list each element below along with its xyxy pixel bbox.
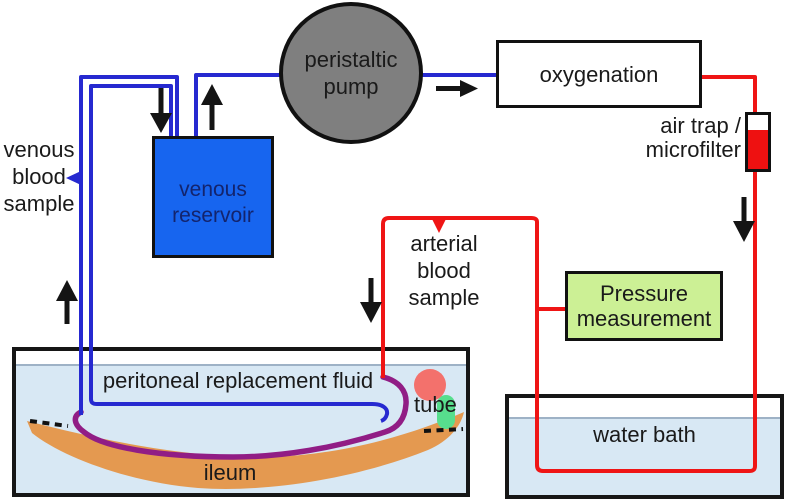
- oxygenation-label: oxygenation: [539, 61, 659, 87]
- flow-arrow-down-airtrap-icon: [733, 197, 755, 242]
- ileum-shape: [27, 412, 464, 489]
- tube-connector: [437, 395, 455, 429]
- venous-reservoir-box: venous reservoir: [152, 136, 274, 258]
- water-bath-label: water bath: [593, 422, 696, 447]
- flow-arrow-up-reservoir-outlet-icon: [201, 84, 223, 130]
- pressure-measurement-label: Pressure measurement: [576, 281, 712, 331]
- flow-arrow-down-arterial-inflow-icon: [360, 278, 382, 323]
- venous-reservoir-label: venous reservoir: [172, 178, 254, 227]
- venous-line-inner: [89, 84, 390, 423]
- ligature-dashes-right: [423, 427, 464, 433]
- tube-label: tube: [414, 392, 457, 417]
- arterial-blood-sample-label: arterial blood sample: [408, 231, 480, 310]
- oxygenation-box: oxygenation: [496, 40, 702, 108]
- air-trap-microfilter: [745, 112, 771, 172]
- arterial-line-oxygenation-to-airtrap: [702, 75, 757, 118]
- peristaltic-pump: peristaltic pump: [279, 2, 423, 144]
- peristaltic-pump-label: peristaltic pump: [304, 47, 398, 99]
- air-trap-label: air trap / microfilter: [645, 113, 741, 162]
- ileum-label: ileum: [203, 460, 257, 485]
- ligature-dashes-left: [29, 419, 69, 428]
- arterial-line-main: [381, 168, 757, 473]
- venous-blood-sample-label: venous blood sample: [3, 137, 75, 216]
- flow-arrow-right-pump-to-oxygenation-icon: [436, 80, 478, 97]
- mesenteric-vessel-loop: [72, 374, 409, 460]
- venous-sample-port: [66, 171, 81, 185]
- tube-ball: [414, 369, 446, 401]
- arterial-sample-port: [432, 219, 446, 233]
- flow-arrow-up-venous-return-icon: [56, 280, 78, 324]
- air-trap-blood-level: [748, 130, 768, 169]
- water-bath-water: [509, 417, 780, 495]
- peritoneal-replacement-fluid-label: peritoneal replacement fluid: [102, 368, 374, 393]
- pressure-measurement-box: Pressure measurement: [565, 271, 723, 341]
- venous-line-outer: [79, 75, 179, 415]
- water-bath: [505, 394, 784, 499]
- flow-arrow-down-reservoir-inlet-icon: [150, 88, 172, 133]
